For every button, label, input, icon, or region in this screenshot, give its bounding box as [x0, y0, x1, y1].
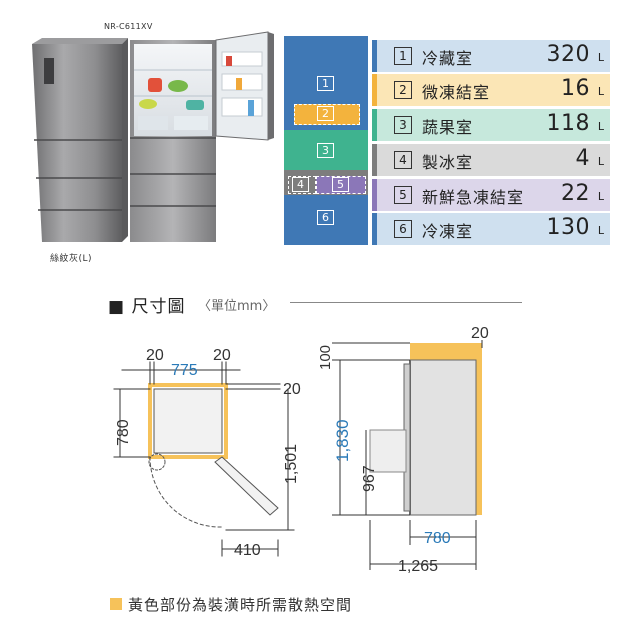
section-subtitle: 〈單位mm〉 [198, 299, 276, 314]
clearance-legend-swatch [110, 598, 122, 610]
dim-top-clear-left: 20 [146, 347, 164, 364]
compartment-block-5 [316, 176, 366, 194]
dim-depth: 780 [115, 419, 132, 446]
map-label-5: 5 [332, 177, 349, 192]
map-label-2: 2 [317, 106, 334, 121]
map-label-6: 6 [317, 210, 334, 225]
row-name: 新鮮急凍結室 [422, 188, 525, 207]
side-view-clearance-back [476, 343, 482, 515]
top-view-clearance [148, 383, 228, 459]
dim-lower-height: 967 [361, 465, 378, 492]
open-fridge [130, 31, 274, 242]
dim-open-depth-side: 1,265 [398, 558, 438, 575]
row-value: 16 [561, 76, 590, 101]
row-unit: L [597, 190, 604, 203]
section-title: ■ 尺寸圖 [108, 297, 186, 317]
row-value: 130 [546, 215, 590, 240]
dim-side-clear: 20 [283, 381, 301, 398]
row-unit: L [597, 85, 604, 98]
compartment-block-4 [288, 176, 316, 194]
compartment-map: 1 2 3 4 5 6 [284, 36, 368, 245]
model-number: NR-C611XV [104, 22, 153, 31]
capacity-row: 5 新鮮急凍結室 22 L [372, 179, 610, 211]
row-number: 4 [394, 151, 412, 169]
row-number: 3 [394, 116, 412, 134]
row-name: 冷凍室 [422, 222, 474, 241]
dim-height: 1,830 [333, 419, 352, 462]
dim-depth-side: 780 [424, 530, 451, 547]
row-value: 118 [546, 111, 590, 136]
row-name: 微凍結室 [422, 83, 491, 102]
dim-door-swing: 410 [234, 542, 261, 559]
color-note: 絲紋灰(L) [50, 254, 93, 264]
compartment-block-3 [284, 130, 368, 170]
row-number: 2 [394, 81, 412, 99]
dim-top-clear: 100 [317, 345, 334, 370]
section-divider [290, 302, 522, 303]
compartment-block-2 [294, 104, 360, 125]
row-value: 22 [561, 181, 590, 206]
clearance-legend-text: 黃色部份為裝潢時所需散熱空間 [128, 596, 353, 614]
row-name: 蔬果室 [422, 118, 474, 137]
row-unit: L [597, 224, 604, 237]
map-label-1: 1 [317, 76, 334, 91]
row-number: 1 [394, 47, 412, 65]
row-unit: L [597, 120, 604, 133]
row-unit: L [597, 155, 604, 168]
row-number: 5 [394, 186, 412, 204]
dim-back-clear: 20 [471, 325, 489, 342]
side-view [332, 340, 483, 570]
row-name: 製冰室 [422, 153, 474, 172]
row-number: 6 [394, 220, 412, 238]
row-name: 冷藏室 [422, 49, 474, 68]
row-value: 4 [575, 146, 590, 171]
dim-open-depth: 1,501 [283, 444, 300, 484]
capacity-row: 2 微凍結室 16 L [372, 74, 610, 106]
dim-top-clear-right: 20 [213, 347, 231, 364]
compartment-block-6 [284, 195, 368, 245]
capacity-row: 1 冷藏室 320 L [372, 40, 610, 72]
row-value: 320 [546, 42, 590, 67]
row-unit: L [597, 51, 604, 64]
capacity-row: 6 冷凍室 130 L [372, 213, 610, 245]
closed-fridge [32, 38, 128, 242]
fridge-photo [32, 31, 274, 242]
capacity-row: 3 蔬果室 118 L [372, 109, 610, 141]
top-view [113, 361, 295, 557]
map-label-3: 3 [317, 143, 334, 158]
side-view-clearance-top [410, 343, 482, 360]
capacity-row: 4 製冰室 4 L [372, 144, 610, 176]
map-label-4: 4 [292, 177, 309, 192]
dim-width: 775 [171, 362, 198, 379]
